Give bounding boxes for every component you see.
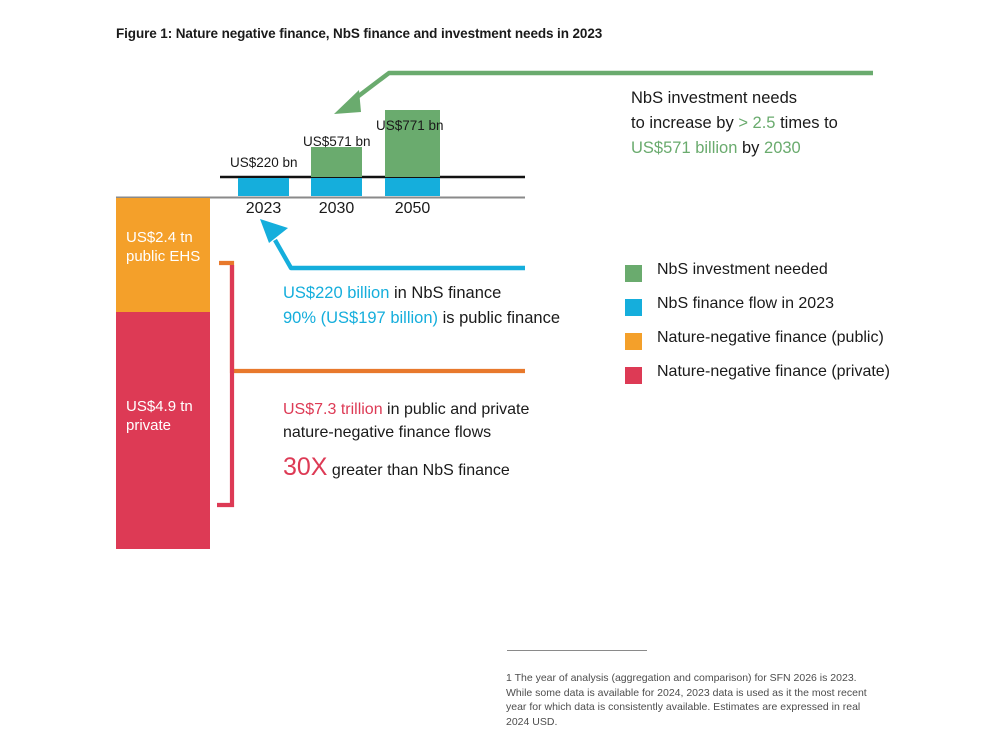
annotation-green-line1: NbS investment needs [631,89,798,107]
stacked-bar-public-line2: public EHS [126,248,201,265]
annotation-red-line2: nature-negative finance flows [283,424,492,441]
annotation-blue-amount: US$220 billion [283,284,390,302]
annotation-green-line2: to increase by > 2.5 times to [631,111,838,136]
bar-column-2050[interactable] [385,110,440,197]
annotation-green-amount: US$571 billion [631,139,738,157]
annotation-red-multiplier: 30X [283,453,328,481]
blue-callout-arrow [273,238,525,271]
footnote-divider [507,650,647,651]
bar-axis-label-2030: 2030 [318,200,355,217]
annotation-blue-line2-rest: is public finance [438,309,561,327]
bar-column-2030[interactable] [311,110,362,197]
legend-label-nbs-investment-needed: NbS investment needed [657,261,828,278]
bar-value-label-2050: US$771 bn [376,118,444,133]
blue-swatch [625,299,642,316]
annotation-blue-public-share: 90% (US$197 billion) [283,309,439,327]
bar-segment-green-2030 [311,147,362,177]
annotation-green-line3-mid: by [737,139,765,157]
figure-title: Figure 1: Nature negative finance, NbS f… [116,26,603,41]
annotation-nbs-investment-needs: NbS investment needs to increase by > 2.… [631,86,838,161]
annotation-red-line1-rest: in public and private [382,401,530,418]
legend-label-nbs-finance-flow: NbS finance flow in 2023 [657,295,834,312]
crimson-bracket [217,265,235,508]
bar-axis-label-2050: 2050 [394,200,431,217]
legend-label-nature-negative-public: Nature-negative finance (public) [657,329,884,346]
annotation-red-amount: US$7.3 trillion [283,401,383,418]
annotation-green-line2-suffix: times to [775,114,838,132]
stacked-bar-private-line2: private [126,417,172,434]
bar-value-label-2030: US$571 bn [303,134,371,149]
green-swatch [625,265,642,282]
annotation-green-line2-prefix: to increase by [631,114,739,132]
annotation-blue-line1: US$220 billion in NbS finance [283,281,560,306]
annotation-red-line3-rest: greater than NbS finance [327,462,510,479]
bar-segment-blue-2023 [238,178,289,196]
orange-swatch [625,333,642,350]
stacked-bar-public-label: US$2.4 tn public EHS [126,228,200,266]
annotation-nature-negative-flows: US$7.3 trillion in public and private na… [283,398,529,444]
crimson-swatch [625,367,642,384]
legend-label-nature-negative-private: Nature-negative finance (private) [657,363,891,380]
annotation-green-multiplier: > 2.5 [738,114,776,132]
annotation-nbs-finance: US$220 billion in NbS finance 90% (US$19… [283,281,560,331]
bar-column-2023[interactable] [238,110,289,197]
bar-axis-label-2023: 2023 [245,200,282,217]
stacked-bar-public-line1: US$2.4 tn [126,229,193,246]
footnote-text: 1 The year of analysis (aggregation and … [506,672,867,728]
bar-segment-blue-2030 [311,178,362,196]
stacked-bar-private[interactable]: US$4.9 tn private [116,312,210,549]
stacked-bar-private-line1: US$4.9 tn [126,398,193,415]
annotation-blue-line2: 90% (US$197 billion) is public finance [283,306,560,331]
bar-segment-blue-2050 [385,178,440,196]
annotation-green-year: 2030 [764,139,801,157]
bar-segment-green-2050 [385,110,440,177]
bar-value-label-2023: US$220 bn [230,155,298,170]
annotation-red-multiplier-row: 30X greater than NbS finance [283,453,510,482]
annotation-green-line3: US$571 billion by 2030 [631,136,838,161]
annotation-blue-line1-rest: in NbS finance [389,284,502,302]
annotation-red-line1: US$7.3 trillion in public and private [283,398,529,421]
stacked-bar-public-ehs[interactable]: US$2.4 tn public EHS [116,198,210,312]
stacked-bar-private-label: US$4.9 tn private [126,397,193,435]
bar-chart-group: US$220 bn 2023 US$571 bn 2030 US$771 bn … [0,0,989,230]
